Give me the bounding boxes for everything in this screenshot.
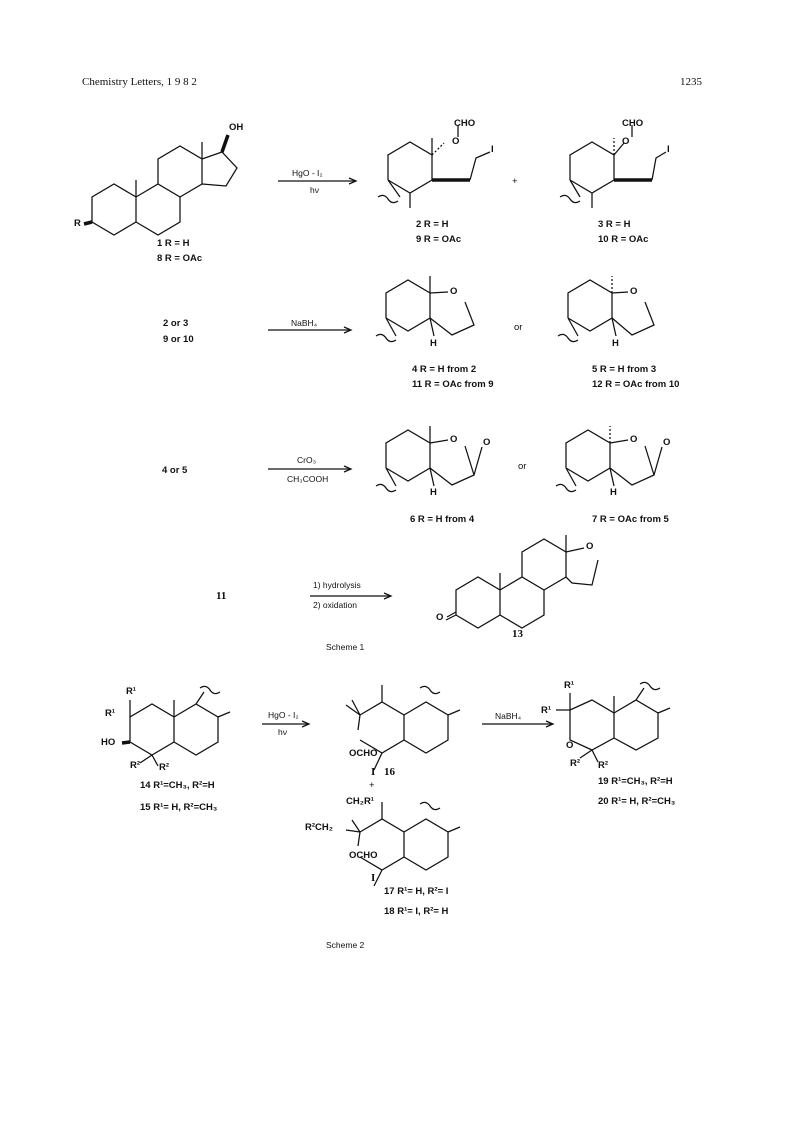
formate-16-structure bbox=[345, 685, 461, 771]
ocho-group-16: OCHO bbox=[349, 748, 378, 759]
reactant-2-or-3: 2 or 3 bbox=[163, 318, 189, 329]
compound-19-label: 19 R¹=CH₃, R²=H bbox=[598, 776, 673, 787]
alcohol-14-structure bbox=[121, 685, 231, 767]
r2-group-b: R² bbox=[159, 762, 170, 773]
o-atom-ketone-13: O bbox=[436, 612, 444, 623]
h-atom-4: H bbox=[430, 338, 437, 349]
step-oxidation: 2) oxidation bbox=[313, 600, 357, 610]
o-atom-3: O bbox=[622, 136, 630, 147]
or-3: or bbox=[518, 461, 527, 472]
reagent-cro3: CrO₃ bbox=[297, 455, 317, 465]
compound-8-label: 8 R = OAc bbox=[157, 253, 203, 264]
page-number: 1235 bbox=[680, 76, 702, 88]
r1-group-19a: R¹ bbox=[564, 680, 575, 691]
compound-9-label: 9 R = OAc bbox=[416, 234, 462, 245]
lactone-6-structure bbox=[375, 426, 483, 493]
ketone-13-structure bbox=[445, 535, 599, 629]
o-atom-carbonyl-7: O bbox=[663, 437, 671, 448]
h-atom-6: H bbox=[430, 487, 437, 498]
r2-group-a: R² bbox=[130, 760, 141, 771]
formate-2-structure bbox=[377, 125, 491, 208]
o-atom-ring-7: O bbox=[630, 434, 638, 445]
ether-19-structure bbox=[556, 681, 671, 763]
compound-5-label: 5 R = H from 3 bbox=[592, 364, 657, 375]
plus-sign: + bbox=[512, 176, 518, 187]
lactone-7-structure bbox=[555, 426, 663, 493]
r2-group-19b: R² bbox=[598, 760, 609, 771]
reagent-hv: hν bbox=[310, 185, 319, 195]
reactant-11: 11 bbox=[216, 590, 227, 602]
o-atom-19: O bbox=[566, 740, 574, 751]
reactant-9-or-10: 9 or 10 bbox=[163, 334, 194, 345]
r1-group-a: R¹ bbox=[126, 686, 137, 697]
compound-12-label: 12 R = OAc from 10 bbox=[592, 379, 680, 390]
compound-20-label: 20 R¹= H, R²=CH₃ bbox=[598, 796, 676, 807]
steroid-1-structure bbox=[83, 134, 238, 236]
compound-2-label: 2 R = H bbox=[416, 219, 449, 230]
cho-group-3: CHO bbox=[622, 118, 644, 129]
scheme2-reagent-hgo-i2: HgO - I₂ bbox=[268, 710, 299, 720]
h-atom-5: H bbox=[612, 338, 619, 349]
step-hydrolysis: 1) hydrolysis bbox=[313, 580, 361, 590]
compound-6-label: 6 R = H from 4 bbox=[410, 514, 475, 525]
cho-group-2: CHO bbox=[454, 118, 476, 129]
reagent-acetic-acid: CH₃COOH bbox=[287, 474, 329, 484]
scheme-2-caption: Scheme 2 bbox=[326, 940, 365, 950]
o-atom-4: O bbox=[450, 286, 458, 297]
iodine-16: I bbox=[371, 766, 376, 778]
furan-4-structure bbox=[375, 276, 475, 343]
compound-16-label: 16 bbox=[384, 766, 395, 778]
h-atom-7: H bbox=[610, 487, 617, 498]
o-atom-5: O bbox=[630, 286, 638, 297]
compound-3-label: 3 R = H bbox=[598, 219, 631, 230]
iodine-3: I bbox=[667, 144, 670, 155]
reaction-arrows bbox=[262, 177, 555, 728]
scheme2-reagent-nabh4: NaBH₄ bbox=[495, 711, 522, 721]
r1-group-b: R¹ bbox=[105, 708, 116, 719]
furan-5-structure bbox=[557, 276, 655, 343]
compound-13-label: 13 bbox=[512, 628, 523, 640]
o-atom-ring-13: O bbox=[586, 541, 594, 552]
formate-17-structure bbox=[345, 801, 461, 887]
scheme2-reagent-hv: hν bbox=[278, 727, 287, 737]
compound-10-label: 10 R = OAc bbox=[598, 234, 649, 245]
r2ch2-group: R²CH₂ bbox=[305, 822, 333, 833]
scheme2-plus: + bbox=[369, 780, 375, 791]
reactant-4-or-5: 4 or 5 bbox=[162, 465, 188, 476]
compound-17-label: 17 R¹= H, R²= I bbox=[384, 886, 449, 897]
compound-1-label: 1 R = H bbox=[157, 238, 190, 249]
ocho-group-17: OCHO bbox=[349, 850, 378, 861]
compound-11-label: 11 R = OAc from 9 bbox=[412, 379, 494, 390]
r2-group-19a: R² bbox=[570, 758, 581, 769]
o-atom-carbonyl-6: O bbox=[483, 437, 491, 448]
compound-18-label: 18 R¹= I, R²= H bbox=[384, 906, 449, 917]
o-atom-2: O bbox=[452, 136, 460, 147]
journal-header: Chemistry Letters, 1 9 8 2 bbox=[82, 76, 197, 88]
compound-15-label: 15 R¹= H, R²=CH₃ bbox=[140, 802, 218, 813]
compound-14-label: 14 R¹=CH₃, R²=H bbox=[140, 780, 215, 791]
or-2: or bbox=[514, 322, 523, 333]
scheme-1-caption: Scheme 1 bbox=[326, 642, 365, 652]
compound-4-label: 4 R = H from 2 bbox=[412, 364, 477, 375]
reagent-nabh4: NaBH₄ bbox=[291, 318, 318, 328]
compound-7-label: 7 R = OAc from 5 bbox=[592, 514, 669, 525]
ho-group: HO bbox=[101, 737, 116, 748]
iodine-17: I bbox=[371, 872, 376, 884]
oh-group: OH bbox=[229, 122, 244, 133]
formate-3-structure bbox=[559, 125, 667, 208]
o-atom-ring-6: O bbox=[450, 434, 458, 445]
ch2r1-group: CH₂R¹ bbox=[346, 796, 374, 807]
r1-group-19b: R¹ bbox=[541, 705, 552, 716]
iodine-2: I bbox=[491, 144, 494, 155]
reagent-hgo-i2: HgO - I₂ bbox=[292, 168, 323, 178]
r-group: R bbox=[74, 218, 81, 229]
